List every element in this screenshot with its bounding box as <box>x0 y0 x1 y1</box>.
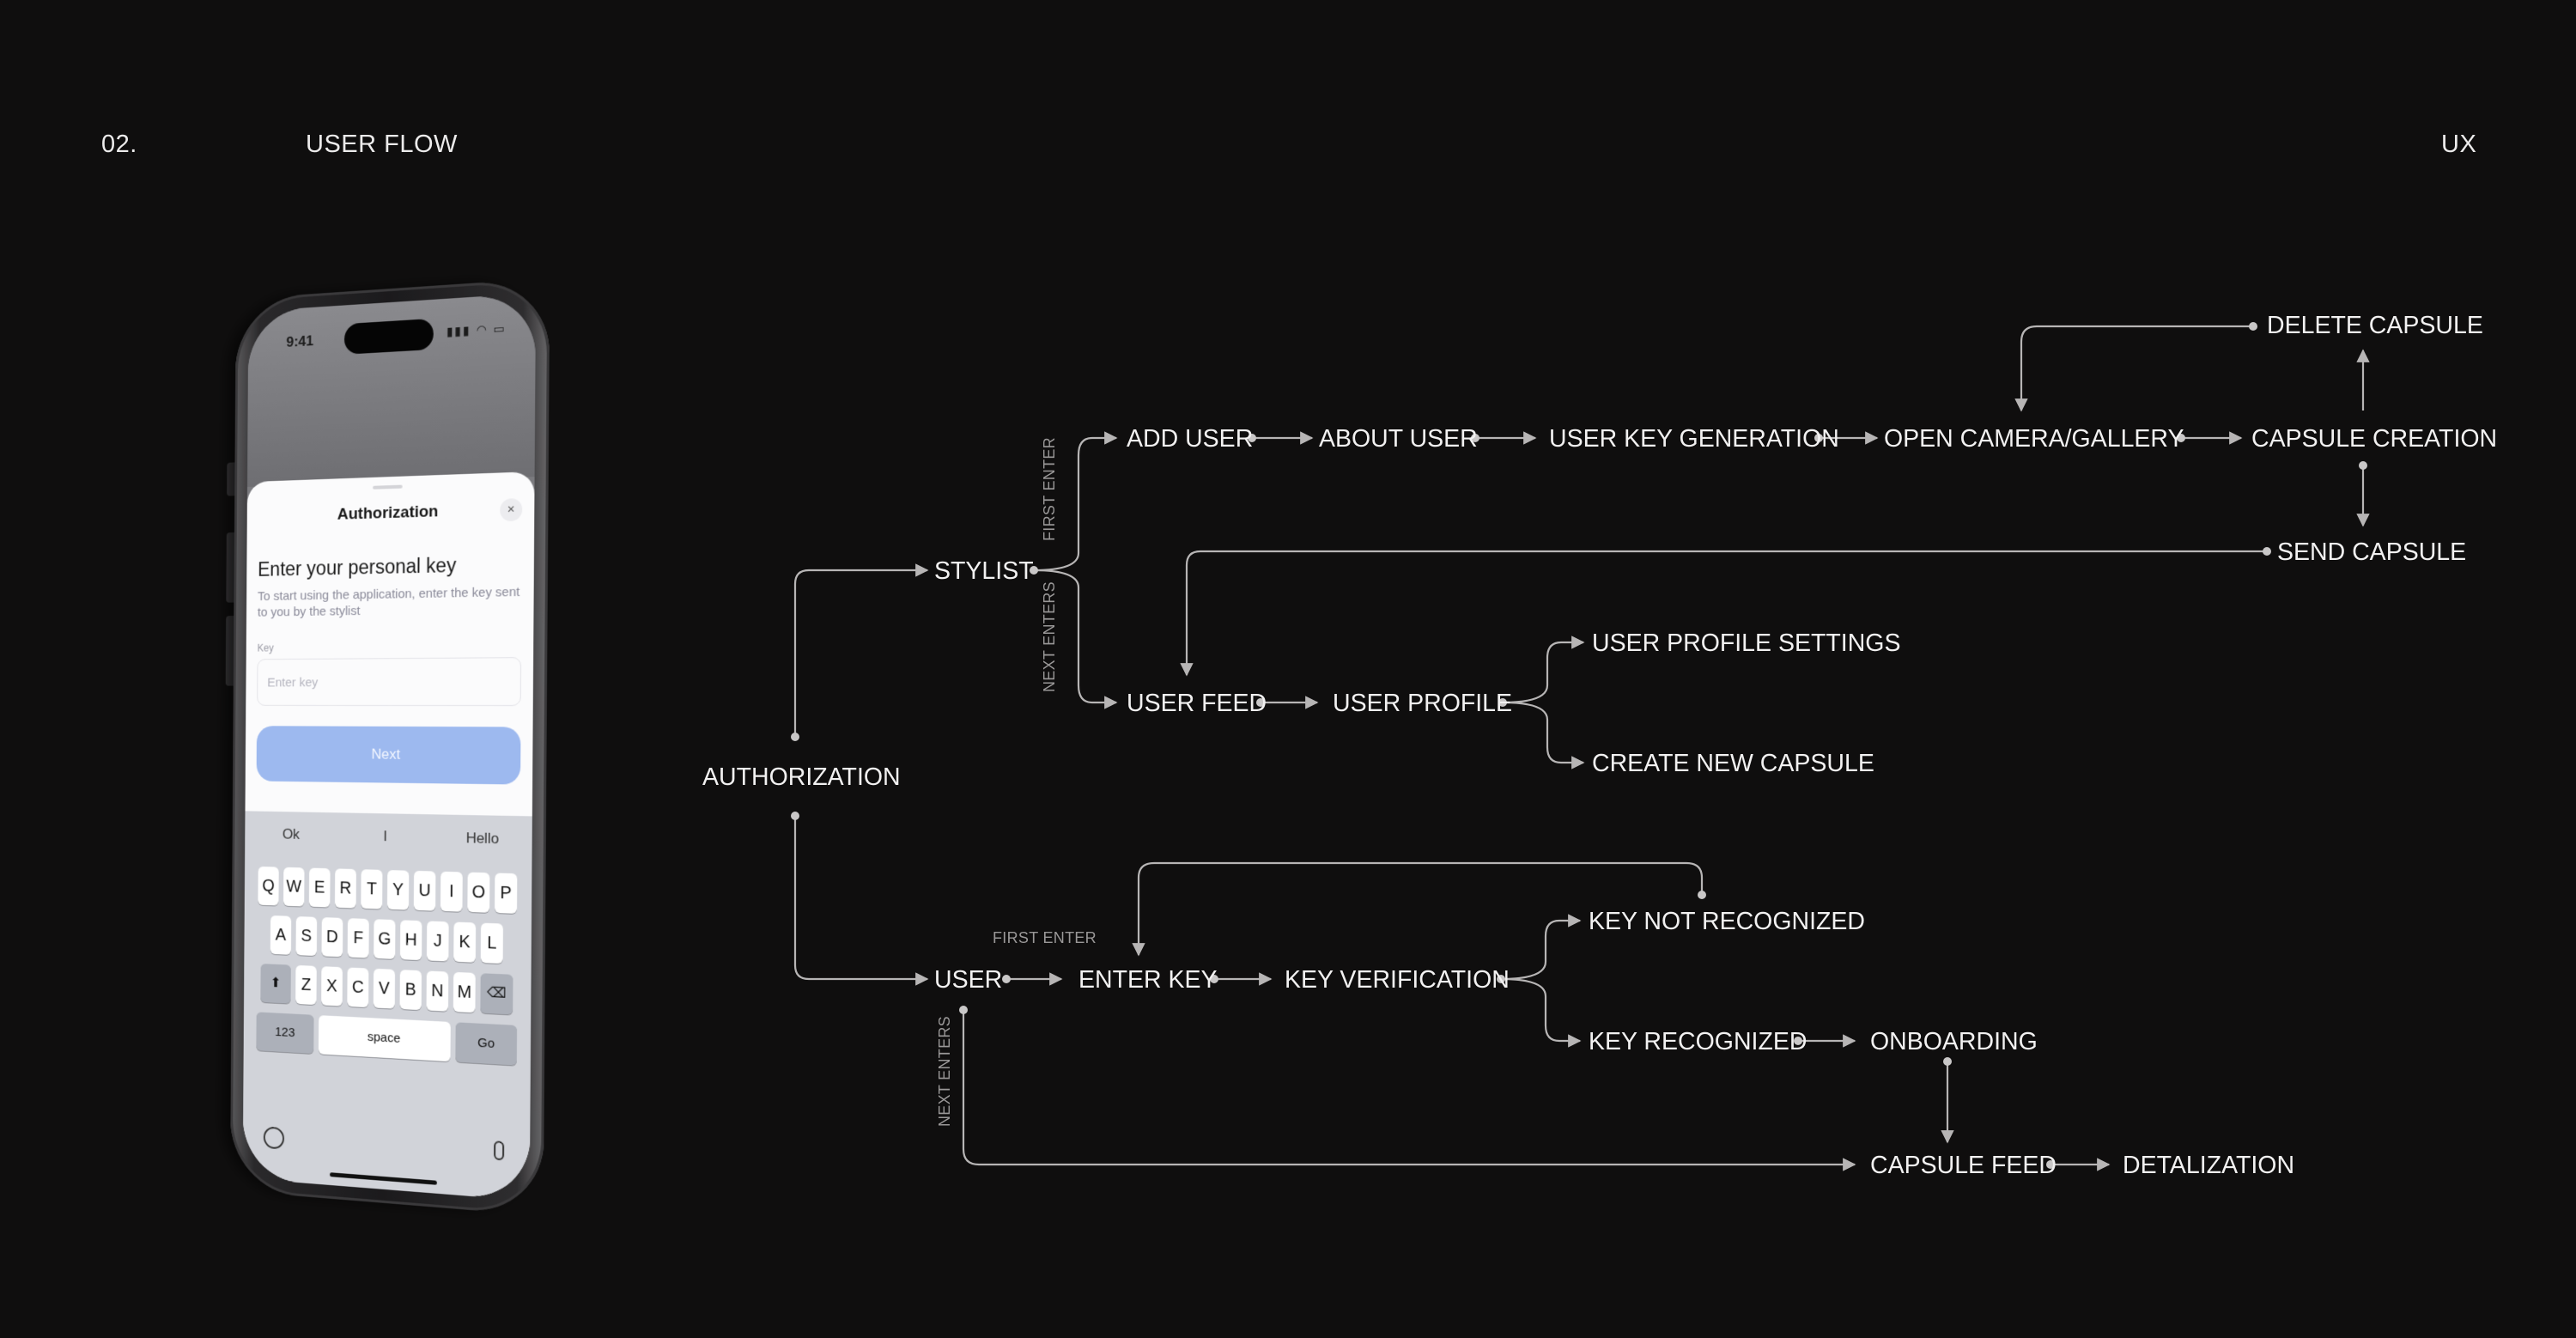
node-user: USER <box>934 966 1002 994</box>
dot <box>1497 975 1505 983</box>
edge-send-capsule-user-feed <box>1180 550 2267 677</box>
node-add-user: ADD USER <box>1127 425 1253 453</box>
edge-user-profile-new-capsule <box>1502 701 1585 769</box>
edge-not-recognized-enter-key <box>1132 861 1704 957</box>
dot <box>1498 698 1507 707</box>
dot <box>1698 891 1706 899</box>
node-key-recognized: KEY RECOGNIZED <box>1589 1028 1807 1055</box>
node-delete-capsule: DELETE CAPSULE <box>2267 312 2483 339</box>
dot <box>1002 975 1011 983</box>
node-user-feed: USER FEED <box>1127 690 1267 717</box>
edge-authorization-stylist <box>793 563 929 737</box>
edge-authorization-user <box>793 816 929 986</box>
edge-stylist-user-feed <box>1033 569 1118 709</box>
dot <box>2249 322 2257 331</box>
node-key-verification: KEY VERIFICATION <box>1285 966 1510 994</box>
edge-user-capsule-feed <box>962 1010 1856 1171</box>
node-capsule-creation: CAPSULE CREATION <box>2251 425 2497 453</box>
dot <box>1471 434 1479 442</box>
edge-verification-recognized <box>1500 977 1582 1048</box>
dot <box>2177 434 2185 442</box>
node-user-key-generation: USER KEY GENERATION <box>1549 425 1839 453</box>
node-open-camera-gallery: OPEN CAMERA/GALLERY <box>1884 425 2184 453</box>
node-onboarding: ONBOARDING <box>1870 1028 2038 1055</box>
node-key-not-recognized: KEY NOT RECOGNIZED <box>1589 908 1865 935</box>
dot <box>2263 547 2271 556</box>
note-user-first-enter: FIRST ENTER <box>993 929 1097 946</box>
note-stylist-next-enters: NEXT ENTERS <box>1041 581 1058 692</box>
edge-verification-not-recognized <box>1500 914 1582 981</box>
node-send-capsule: SEND CAPSULE <box>2277 538 2466 566</box>
dot <box>959 1006 968 1014</box>
flow-notes: FIRST ENTER NEXT ENTERS FIRST ENTER NEXT… <box>936 437 1097 1127</box>
node-user-profile: USER PROFILE <box>1333 690 1512 717</box>
dot <box>1943 1057 1952 1066</box>
node-authorization: AUTHORIZATION <box>702 763 901 791</box>
node-detalization: DETALIZATION <box>2123 1152 2294 1179</box>
edge-stylist-add-user <box>1033 431 1118 572</box>
note-stylist-first-enter: FIRST ENTER <box>1041 437 1058 541</box>
note-user-next-enters: NEXT ENTERS <box>936 1016 953 1127</box>
flow-edges <box>793 325 2370 1171</box>
node-user-profile-settings: USER PROFILE SETTINGS <box>1592 629 1900 657</box>
node-about-user: ABOUT USER <box>1319 425 1478 453</box>
dot <box>791 812 799 820</box>
category-label: UX <box>2441 131 2477 158</box>
flow-nodes: AUTHORIZATION STYLIST ADD USER ABOUT USE… <box>702 312 2497 1179</box>
edge-user-profile-settings <box>1502 636 1585 704</box>
dot <box>2359 461 2367 470</box>
dot <box>791 733 799 741</box>
section-number: 02. <box>101 131 137 158</box>
dot <box>1248 434 1256 442</box>
node-stylist: STYLIST <box>934 557 1034 585</box>
dot <box>2046 1160 2055 1169</box>
dot <box>1210 975 1218 983</box>
flow-dots <box>791 322 2367 1169</box>
section-title: USER FLOW <box>306 131 458 158</box>
node-capsule-feed: CAPSULE FEED <box>1870 1152 2057 1179</box>
dot <box>1256 698 1265 707</box>
dot <box>1794 1037 1802 1045</box>
dot <box>1030 566 1038 575</box>
dot <box>1814 434 1823 442</box>
node-create-new-capsule: CREATE NEW CAPSULE <box>1592 750 1874 777</box>
node-enter-key: ENTER KEY <box>1078 966 1218 994</box>
edge-delete-capsule-camera <box>2014 325 2253 412</box>
